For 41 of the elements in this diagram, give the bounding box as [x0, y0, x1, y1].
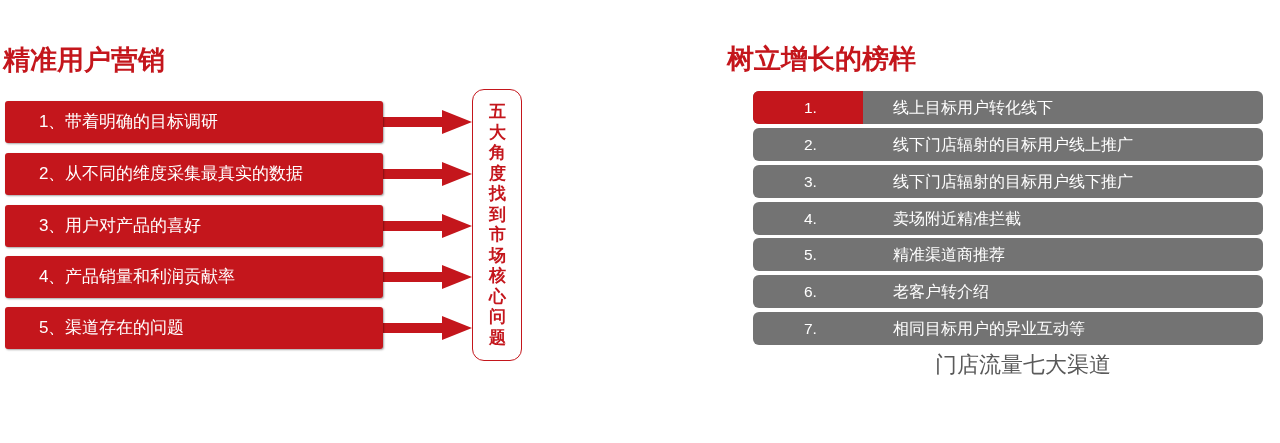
- channel-text: 线上目标用户转化线下: [893, 99, 1053, 116]
- step-bar: [5, 307, 383, 349]
- channel-text: 相同目标用户的异业互动等: [893, 320, 1085, 337]
- channel-bar: [753, 128, 1263, 161]
- arrow: [383, 316, 472, 340]
- section-title: 树立增长的榜样: [727, 45, 916, 75]
- arrow: [383, 162, 472, 186]
- channel-text: 卖场附近精准拦截: [893, 210, 1021, 227]
- step-bar: [5, 153, 383, 195]
- step-bar: [5, 256, 383, 298]
- vertical-text: 五大角度找到市场核心问题: [488, 102, 506, 348]
- channel-text: 线下门店辐射的目标用户线上推广: [893, 136, 1133, 153]
- channel-bar: [753, 312, 1263, 345]
- step-text: 1、带着明确的目标调研: [39, 112, 219, 132]
- channel-bar: [753, 165, 1263, 198]
- step-text: 5、渠道存在的问题: [39, 318, 185, 338]
- arrow: [383, 110, 472, 134]
- channel-bar: [753, 275, 1263, 308]
- channel-bar: [753, 91, 1263, 124]
- rank-number: 4.: [804, 210, 817, 227]
- channel-text: 线下门店辐射的目标用户线下推广: [893, 173, 1133, 190]
- section-title: 精准用户营销: [3, 46, 165, 76]
- step-text: 4、产品销量和利润贡献率: [39, 267, 236, 287]
- rank-number: 1.: [804, 99, 817, 116]
- channel-bar: [753, 238, 1263, 271]
- caption-text: 门店流量七大渠道: [935, 353, 1111, 378]
- arrow: [383, 265, 472, 289]
- step-bar: [5, 101, 383, 143]
- rank-number: 5.: [804, 246, 817, 263]
- rank-number: 7.: [804, 320, 817, 337]
- rank-number: 2.: [804, 136, 817, 153]
- rank-number: 6.: [804, 283, 817, 300]
- rank-number: 3.: [804, 173, 817, 190]
- step-text: 2、从不同的维度采集最真实的数据: [39, 164, 304, 184]
- arrow: [383, 214, 472, 238]
- step-bar: [5, 205, 383, 247]
- step-text: 3、用户对产品的喜好: [39, 216, 202, 236]
- rounded-frame: [472, 89, 522, 361]
- channel-text: 精准渠道商推荐: [893, 246, 1005, 263]
- channel-bar: [753, 202, 1263, 235]
- channel-text: 老客户转介绍: [893, 283, 989, 300]
